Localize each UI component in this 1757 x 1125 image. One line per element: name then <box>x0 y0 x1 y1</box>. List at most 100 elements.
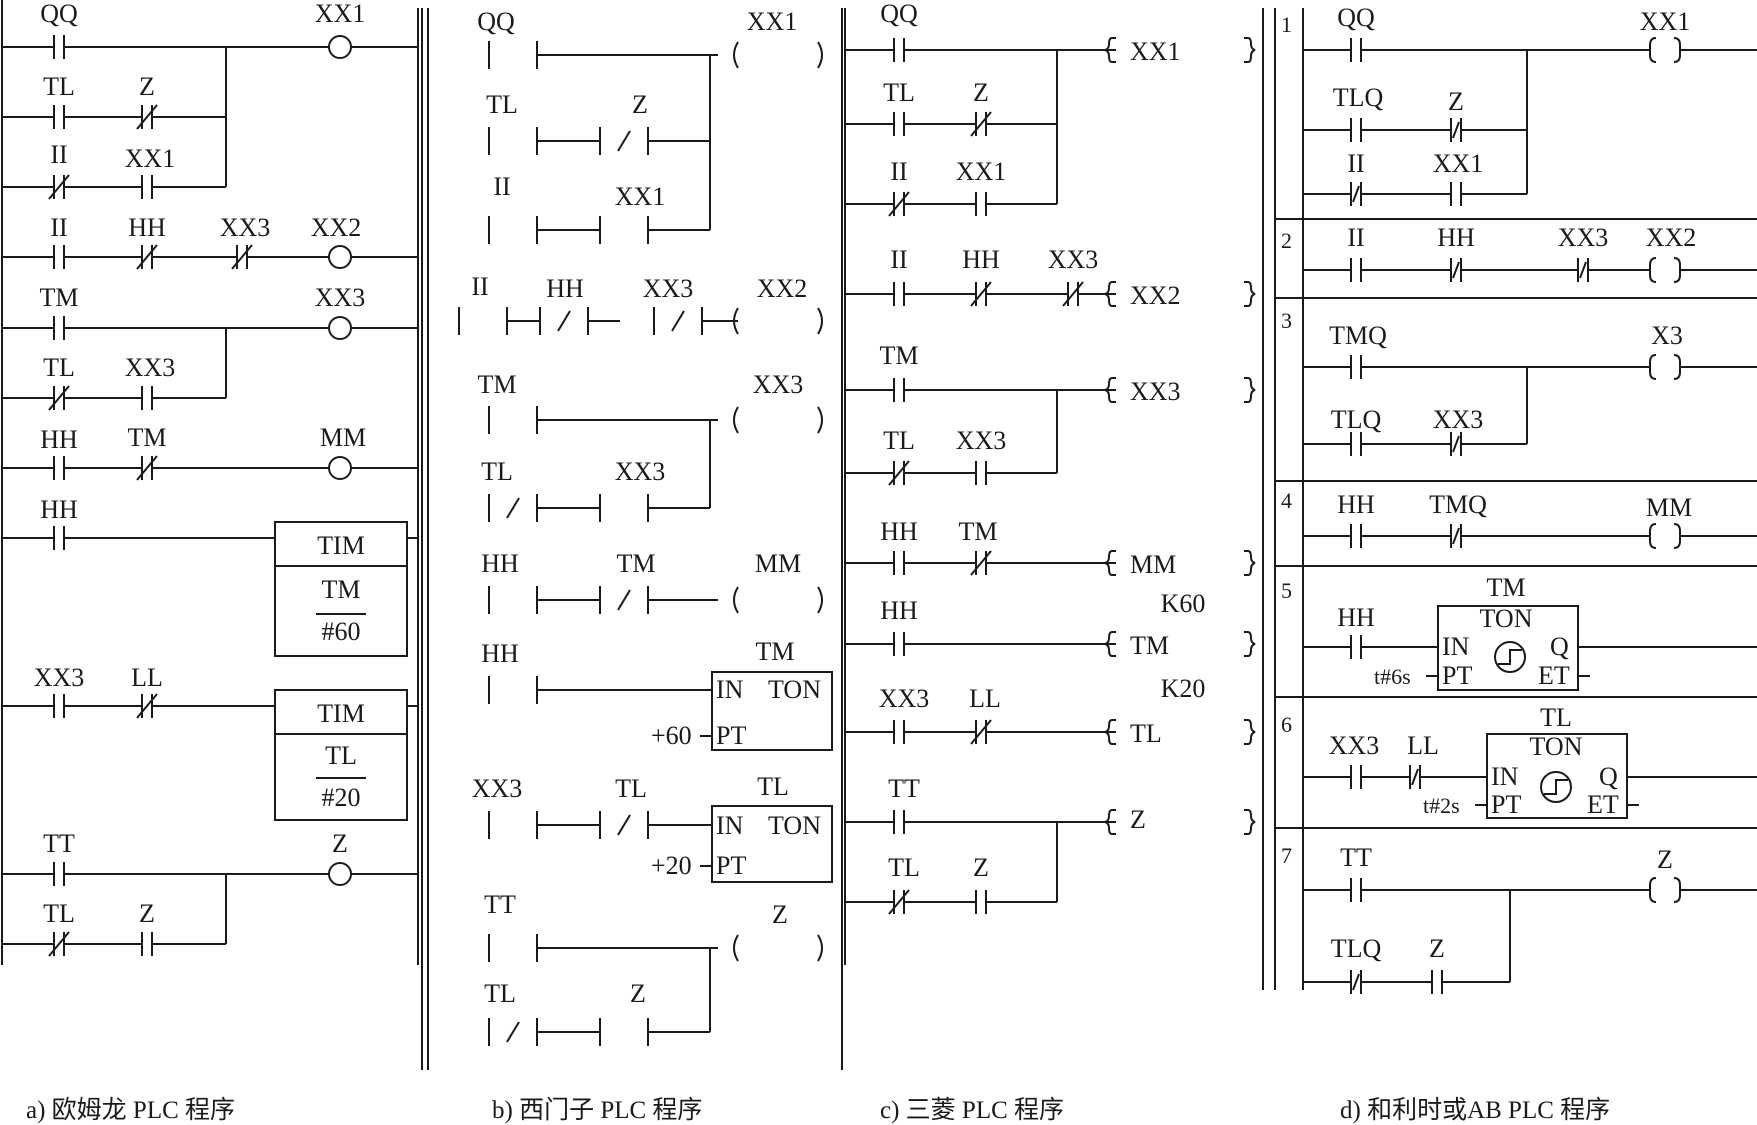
svg-text:XX3: XX3 <box>1329 731 1380 760</box>
svg-text:Z: Z <box>1130 805 1146 834</box>
svg-text:XX3: XX3 <box>615 457 666 486</box>
svg-text:TMQ: TMQ <box>1429 490 1487 519</box>
svg-text:TL: TL <box>43 72 75 101</box>
svg-text:#60: #60 <box>322 617 361 646</box>
svg-text:Z: Z <box>630 979 646 1008</box>
svg-text:TT: TT <box>1340 843 1372 872</box>
svg-text:ET: ET <box>1587 790 1619 819</box>
panel-b-siemens <box>421 8 843 1070</box>
svg-text:HH: HH <box>128 213 166 242</box>
svg-text:TL: TL <box>325 741 357 770</box>
svg-text:XX3: XX3 <box>1558 223 1609 252</box>
svg-text:TL: TL <box>883 426 915 455</box>
svg-text:XX3: XX3 <box>1048 245 1099 274</box>
svg-text:3: 3 <box>1281 308 1292 333</box>
svg-text:MM: MM <box>1646 493 1692 522</box>
svg-text:II: II <box>493 172 510 201</box>
svg-text:XX1: XX1 <box>747 7 798 36</box>
svg-text:7: 7 <box>1281 843 1292 868</box>
svg-text:PT: PT <box>716 721 746 750</box>
svg-text:IN: IN <box>1491 762 1519 791</box>
svg-text:XX3: XX3 <box>220 213 271 242</box>
svg-text:K60: K60 <box>1161 589 1206 618</box>
svg-text:XX3: XX3 <box>1130 377 1181 406</box>
svg-text:II: II <box>471 272 488 301</box>
svg-text:TL: TL <box>757 772 789 801</box>
svg-text:TIM: TIM <box>317 531 365 560</box>
svg-text:TM: TM <box>959 517 998 546</box>
svg-text:XX3: XX3 <box>34 663 85 692</box>
svg-text:1: 1 <box>1281 12 1292 37</box>
svg-text:+60: +60 <box>651 721 692 750</box>
svg-text:TM: TM <box>1130 631 1169 660</box>
svg-text:TT: TT <box>43 829 75 858</box>
svg-text:4: 4 <box>1281 488 1292 513</box>
svg-text:TLQ: TLQ <box>1333 83 1384 112</box>
svg-text:TON: TON <box>768 675 821 704</box>
svg-text:Z: Z <box>1429 934 1445 963</box>
svg-text:TL: TL <box>486 90 518 119</box>
svg-text:XX1: XX1 <box>315 0 366 28</box>
svg-text:MM: MM <box>320 423 366 452</box>
svg-text:HH: HH <box>880 517 918 546</box>
svg-text:2: 2 <box>1281 228 1292 253</box>
svg-text:K20: K20 <box>1161 674 1206 703</box>
svg-text:QQ: QQ <box>880 0 918 28</box>
svg-text:IN: IN <box>1442 632 1470 661</box>
svg-text:XX1: XX1 <box>956 157 1007 186</box>
svg-text:TL: TL <box>1130 719 1162 748</box>
svg-text:XX2: XX2 <box>311 213 362 242</box>
svg-text:Z: Z <box>139 899 155 928</box>
panel-d-hollysys-ab <box>1262 8 1757 995</box>
svg-text:XX3: XX3 <box>1433 405 1484 434</box>
svg-text:HH: HH <box>1337 603 1375 632</box>
svg-text:PT: PT <box>1491 790 1521 819</box>
svg-text:HH: HH <box>1337 490 1375 519</box>
svg-text:XX3: XX3 <box>125 353 176 382</box>
svg-text:TL: TL <box>43 899 75 928</box>
svg-text:Z: Z <box>139 72 155 101</box>
svg-text:Z: Z <box>332 829 348 858</box>
svg-text:XX1: XX1 <box>1433 149 1484 178</box>
svg-text:XX3: XX3 <box>643 274 694 303</box>
svg-text:HH: HH <box>40 425 78 454</box>
svg-text:Q: Q <box>1599 762 1618 791</box>
panel-a-omron <box>1 0 419 965</box>
svg-text:PT: PT <box>716 851 746 880</box>
svg-text:TM: TM <box>756 637 795 666</box>
svg-text:HH: HH <box>1437 223 1475 252</box>
svg-text:TMQ: TMQ <box>1329 321 1387 350</box>
svg-text:HH: HH <box>880 596 918 625</box>
svg-text:XX1: XX1 <box>125 144 176 173</box>
svg-text:TL: TL <box>1540 703 1572 732</box>
svg-text:TL: TL <box>481 457 513 486</box>
svg-text:II: II <box>1347 149 1364 178</box>
svg-text:TON: TON <box>1530 732 1583 761</box>
svg-text:HH: HH <box>481 639 519 668</box>
svg-text:#20: #20 <box>322 783 361 812</box>
svg-text:HH: HH <box>546 274 584 303</box>
svg-text:X3: X3 <box>1651 321 1683 350</box>
svg-text:QQ: QQ <box>40 0 78 28</box>
svg-text:XX3: XX3 <box>472 774 523 803</box>
svg-text:TL: TL <box>615 774 647 803</box>
svg-text:HH: HH <box>40 495 78 524</box>
svg-text:MM: MM <box>1130 550 1176 579</box>
svg-text:XX2: XX2 <box>757 274 808 303</box>
svg-text:TL: TL <box>43 353 75 382</box>
svg-text:HH: HH <box>481 549 519 578</box>
svg-text:XX3: XX3 <box>956 426 1007 455</box>
svg-text:t#2s: t#2s <box>1423 793 1460 818</box>
caption-d: d) 和利时或AB PLC 程序 <box>1340 1096 1610 1124</box>
svg-text:TL: TL <box>883 78 915 107</box>
svg-text:QQ: QQ <box>1337 3 1375 32</box>
svg-text:TON: TON <box>768 811 821 840</box>
svg-text:II: II <box>1347 223 1364 252</box>
svg-text:TM: TM <box>880 341 919 370</box>
svg-text:TM: TM <box>128 423 167 452</box>
svg-text:TM: TM <box>1487 573 1526 602</box>
svg-text:+20: +20 <box>651 851 692 880</box>
svg-text:TL: TL <box>484 979 516 1008</box>
svg-text:ET: ET <box>1538 661 1570 690</box>
svg-text:IN: IN <box>716 811 744 840</box>
